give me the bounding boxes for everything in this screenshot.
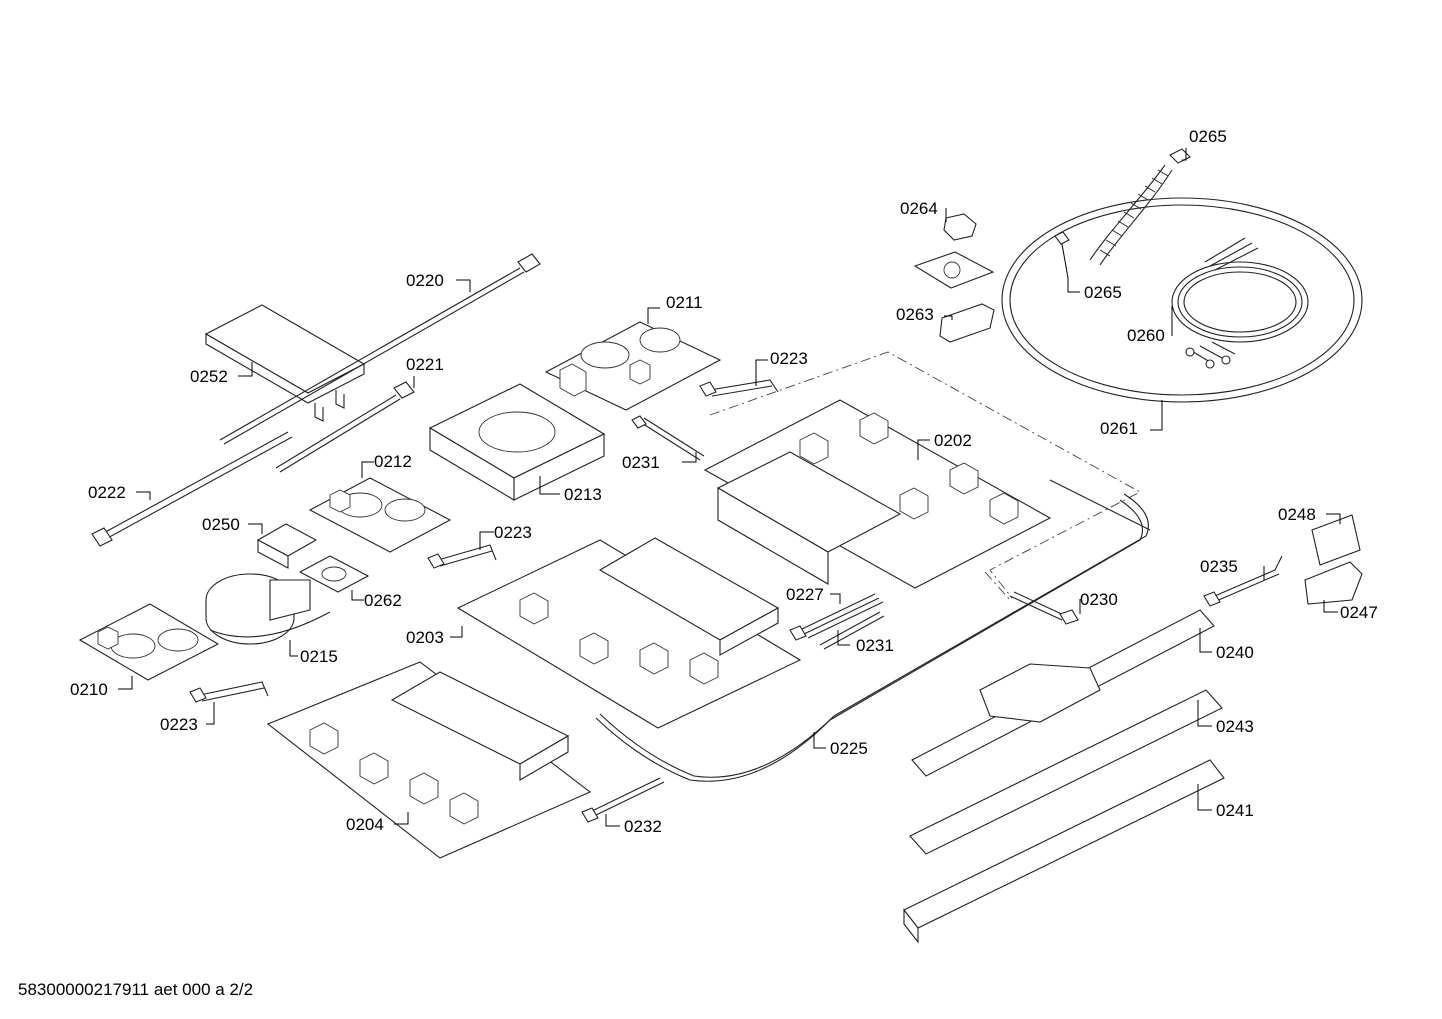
callout-0220: 0220 bbox=[406, 271, 444, 290]
tray-0241 bbox=[903, 759, 1225, 944]
callout-0223-low: 0223 bbox=[160, 715, 198, 734]
wire-set-0260 bbox=[1171, 237, 1309, 369]
callout-0215: 0215 bbox=[300, 647, 338, 666]
callout-0261: 0261 bbox=[1100, 419, 1138, 438]
leader-lines bbox=[118, 148, 1341, 827]
cable-clip-0265-top bbox=[1169, 148, 1191, 164]
callout-0265-top: 0265 bbox=[1189, 127, 1227, 146]
callout-0252: 0252 bbox=[190, 367, 228, 386]
cable-0223-low bbox=[189, 681, 269, 703]
callout-0222: 0222 bbox=[88, 483, 126, 502]
control-board-0240 bbox=[911, 609, 1215, 777]
callout-0225: 0225 bbox=[830, 739, 868, 758]
part-0248 bbox=[1311, 514, 1361, 566]
power-board-0204 bbox=[266, 661, 592, 859]
cable-0223-top bbox=[699, 379, 779, 397]
ribbon-cable-0227 bbox=[789, 593, 884, 641]
callout-0210: 0210 bbox=[70, 680, 108, 699]
callout-0240: 0240 bbox=[1216, 643, 1254, 662]
callout-0248: 0248 bbox=[1278, 505, 1316, 524]
panel-0243 bbox=[909, 689, 1223, 855]
callout-0247: 0247 bbox=[1340, 603, 1378, 622]
filter-board-0211 bbox=[544, 321, 722, 411]
cable-0221 bbox=[275, 381, 415, 473]
cable-0231-mid bbox=[819, 611, 885, 650]
callout-0211: 0211 bbox=[666, 293, 703, 312]
callout-0262: 0262 bbox=[364, 591, 402, 610]
callout-0232: 0232 bbox=[624, 817, 662, 836]
cable-0223-mid bbox=[427, 544, 497, 569]
mains-cable-0261 bbox=[1001, 164, 1363, 403]
cover-0252 bbox=[204, 304, 366, 422]
callout-0243: 0243 bbox=[1216, 717, 1254, 736]
shield-0262 bbox=[298, 555, 370, 593]
callout-labels: 0265 0264 0265 0263 0260 0261 0220 0211 … bbox=[70, 127, 1378, 836]
cable-0222 bbox=[91, 431, 293, 547]
callout-0223-top: 0223 bbox=[770, 349, 808, 368]
callout-0221: 0221 bbox=[406, 355, 444, 374]
clip-0264 bbox=[943, 213, 977, 241]
fan-0215 bbox=[205, 573, 331, 645]
assembly-outline bbox=[709, 351, 1141, 601]
callout-0204: 0204 bbox=[346, 815, 384, 834]
callout-0260: 0260 bbox=[1127, 326, 1165, 345]
document-code: 58300000217911 aet 000 a 2/2 bbox=[18, 980, 254, 999]
cable-0220 bbox=[219, 253, 541, 445]
callout-0230: 0230 bbox=[1080, 590, 1118, 609]
power-board-0202 bbox=[703, 399, 1052, 589]
callout-0265-left: 0265 bbox=[1084, 283, 1122, 302]
cable-0230 bbox=[1009, 591, 1079, 625]
callout-0203: 0203 bbox=[406, 628, 444, 647]
bracket-0250 bbox=[256, 523, 318, 569]
callout-0263: 0263 bbox=[896, 305, 934, 324]
filter-board-0212 bbox=[308, 477, 452, 553]
callout-0264: 0264 bbox=[900, 199, 938, 218]
callout-0231-top: 0231 bbox=[622, 453, 660, 472]
holder-0247 bbox=[1304, 561, 1363, 605]
cable-0232 bbox=[581, 777, 665, 823]
fan-housing-0213 bbox=[428, 383, 606, 501]
cable-clip-0265-left bbox=[1054, 231, 1070, 245]
callout-0202: 0202 bbox=[934, 431, 972, 450]
callout-0213: 0213 bbox=[564, 485, 602, 504]
callout-0231-mid: 0231 bbox=[856, 636, 894, 655]
strain-relief-0263 bbox=[913, 251, 995, 343]
callout-0241: 0241 bbox=[1216, 801, 1254, 820]
callout-0227: 0227 bbox=[786, 585, 824, 604]
power-board-0203 bbox=[456, 537, 802, 729]
cable-0231-top bbox=[631, 415, 705, 461]
cable-0225 bbox=[595, 479, 1151, 782]
cable-0235 bbox=[1203, 555, 1283, 607]
filter-board-0210 bbox=[78, 603, 220, 681]
callout-0235: 0235 bbox=[1200, 557, 1238, 576]
callout-0223-mid: 0223 bbox=[494, 523, 532, 542]
callout-0212: 0212 bbox=[374, 452, 412, 471]
callout-0250: 0250 bbox=[202, 515, 240, 534]
